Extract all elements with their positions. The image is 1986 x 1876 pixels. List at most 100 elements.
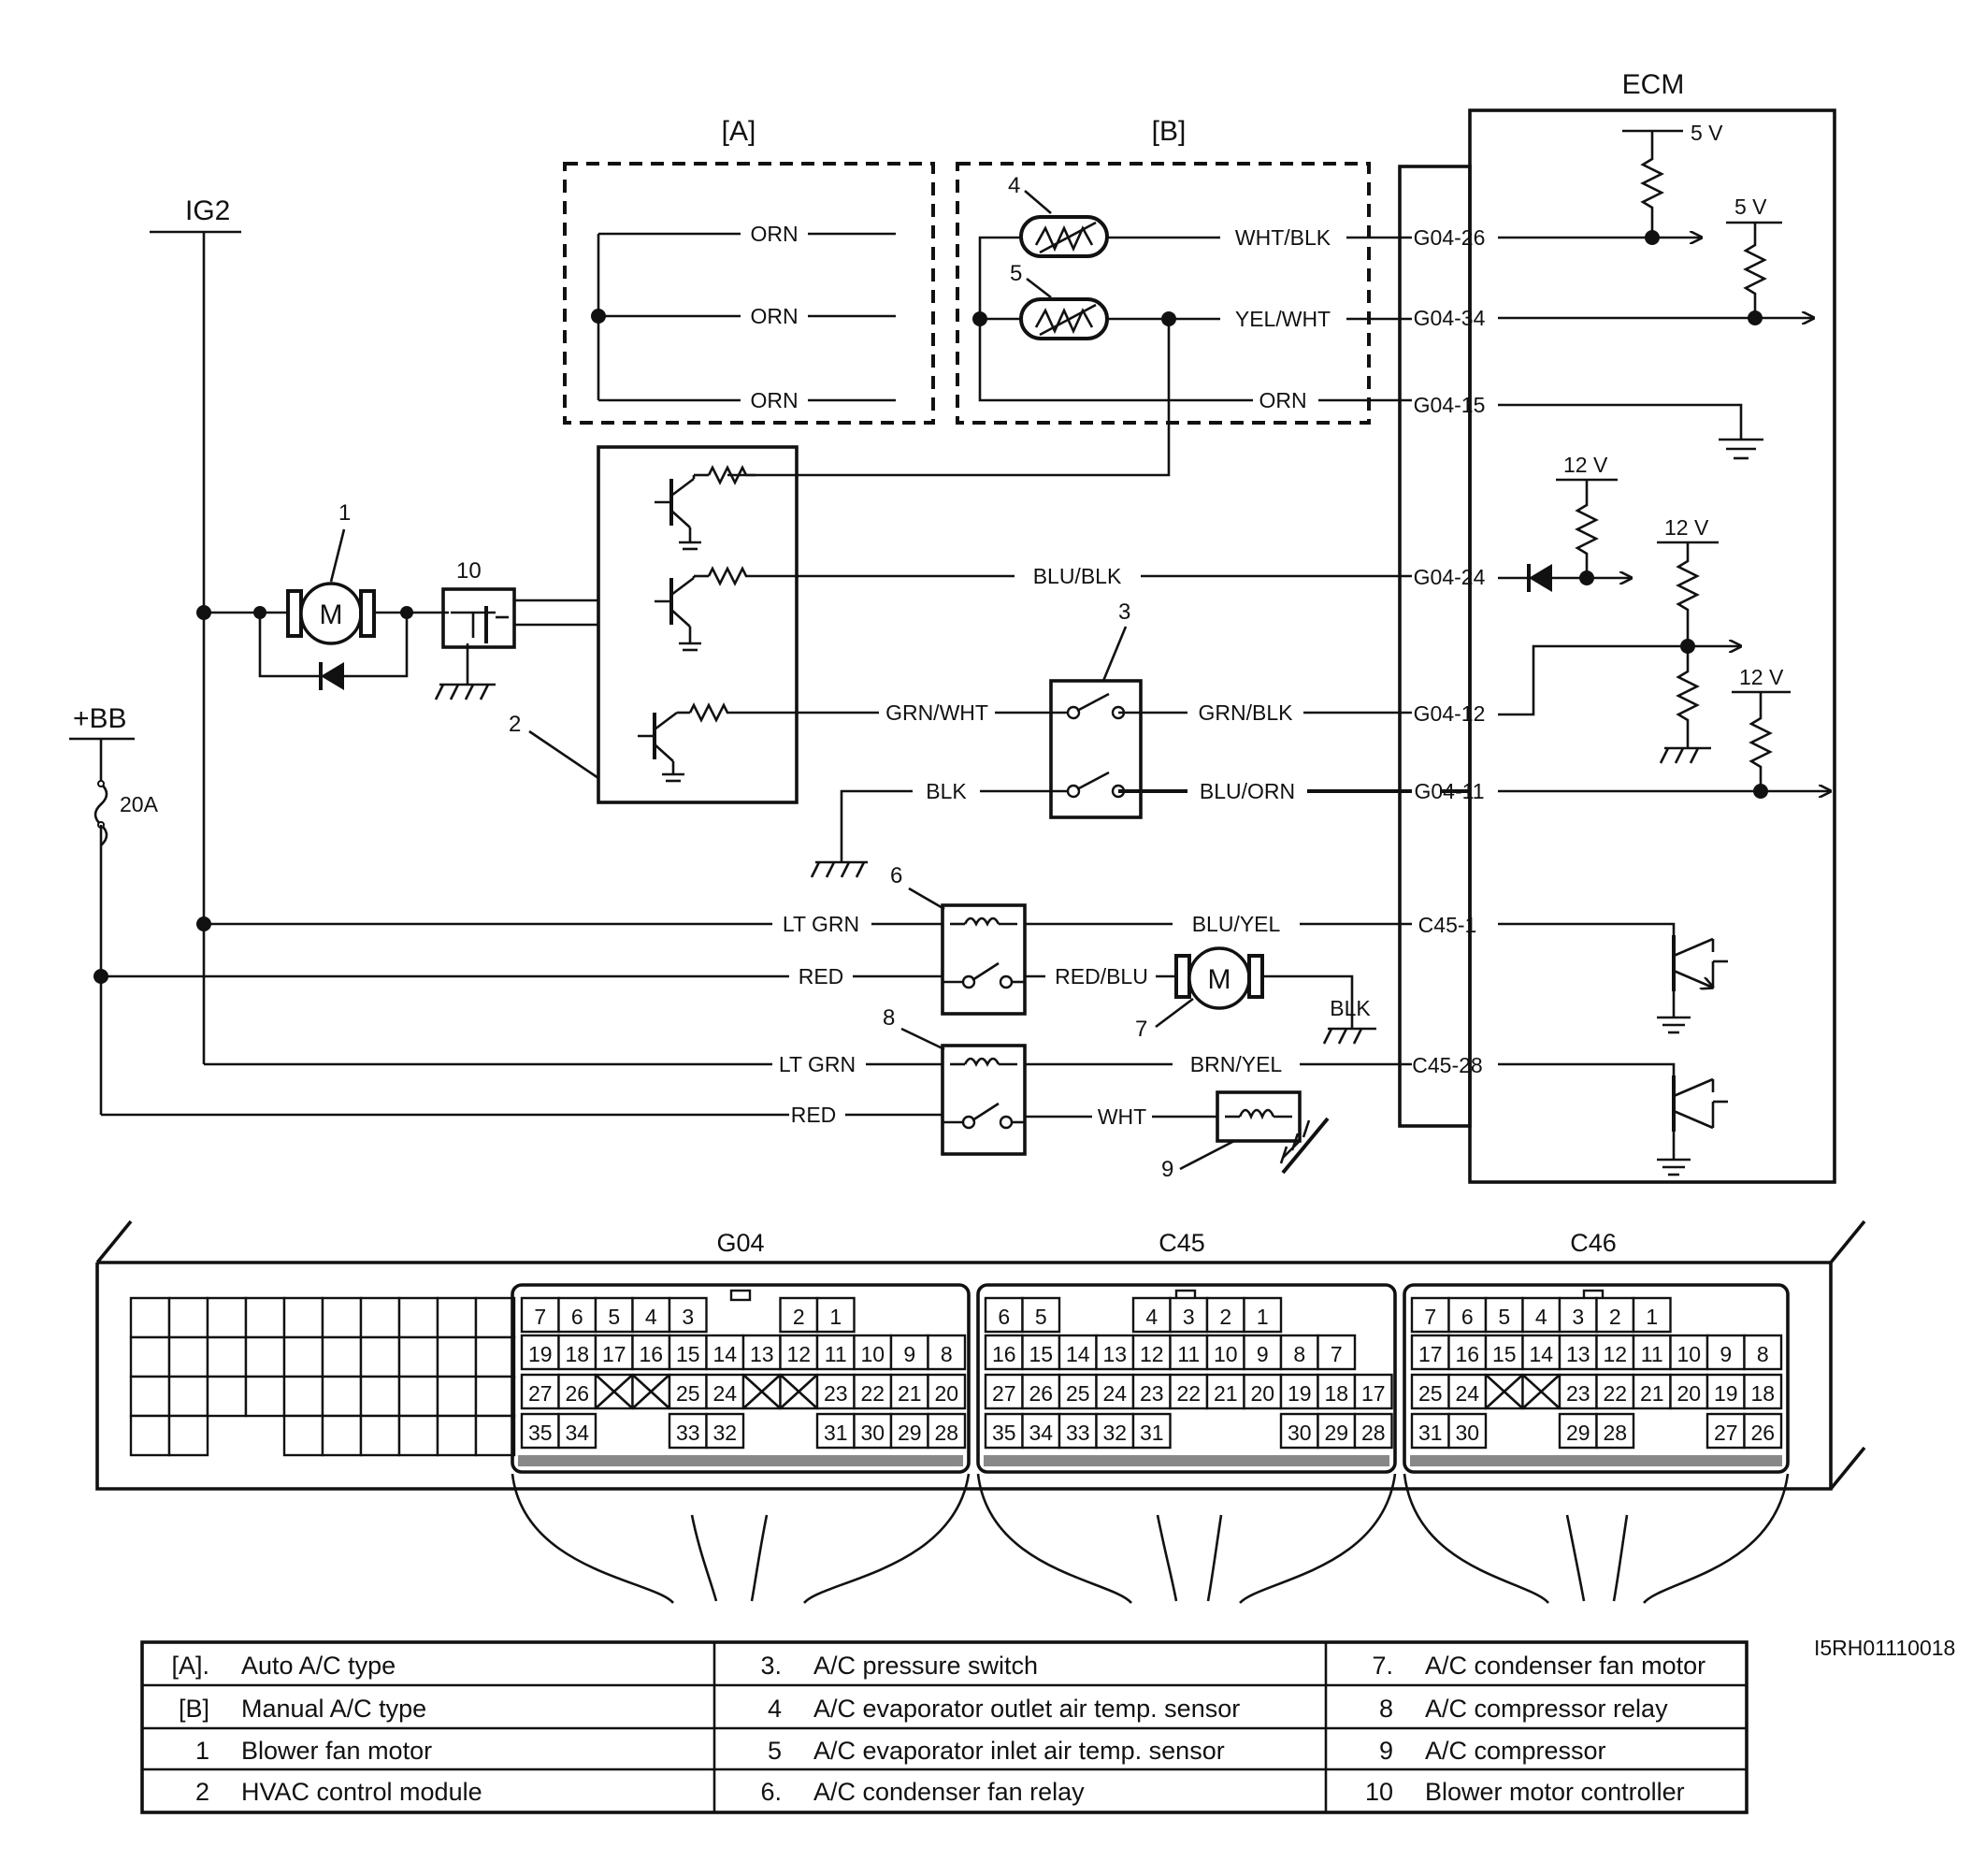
c45-pin-label: 35 [992, 1421, 1016, 1445]
terminal-c45-28: C45-28 [1412, 1053, 1482, 1077]
c45-pin-label: 25 [1066, 1381, 1090, 1406]
g04-pin-label: 33 [676, 1421, 700, 1445]
wire-red-2: RED WHT [101, 1103, 1217, 1129]
fuse-rating: 20A [120, 792, 159, 816]
c46-pin-label: 27 [1714, 1421, 1738, 1445]
c46-pin-label: 21 [1640, 1381, 1664, 1406]
c46-pin-label: 10 [1677, 1342, 1701, 1366]
c45-pin-label: 34 [1029, 1421, 1053, 1445]
pin-cell [1632, 1334, 1672, 1371]
c46-pin-label: 16 [1455, 1342, 1479, 1366]
ac-compressor: 9 [1161, 1090, 1330, 1182]
connector-c45-name: C45 [1158, 1229, 1205, 1257]
c45-pin-label: 16 [992, 1342, 1016, 1366]
c45-pin-label: 14 [1066, 1342, 1090, 1366]
pin-cell [668, 1373, 708, 1410]
pin-cell [1447, 1334, 1488, 1371]
wire-a-mid-label: ORN [750, 304, 798, 328]
c46-pin-label: 31 [1418, 1421, 1443, 1445]
pin-cell [1595, 1296, 1635, 1334]
g04-pin-label: 9 [903, 1342, 915, 1366]
c45-pin-label: 24 [1102, 1381, 1127, 1406]
pin-cell [1410, 1334, 1450, 1371]
legend-key: 10 [1365, 1778, 1393, 1806]
pin-cell [1021, 1296, 1061, 1334]
ecm-terminals: G04-26 G04-34 G04-15 G04-24 G04-12 G04-1… [1412, 225, 1485, 1077]
wire-grn-wht-label: GRN/WHT [885, 700, 988, 725]
g04-pin-label: 1 [829, 1305, 842, 1329]
legend-key: 4 [768, 1695, 782, 1723]
c45-pin-label: 3 [1183, 1305, 1195, 1329]
c46-pin-label: 17 [1418, 1342, 1443, 1366]
blower-motor-controller: 10 [434, 558, 598, 700]
c46-pin-label: 8 [1757, 1342, 1769, 1366]
legend-description: HVAC control module [241, 1778, 482, 1806]
c45-pin-label: 22 [1176, 1381, 1201, 1406]
legend-key: 9 [1379, 1737, 1393, 1765]
c46-pin-label: 12 [1603, 1342, 1627, 1366]
c46-pin-label: 5 [1498, 1305, 1510, 1329]
g04-pin-label: 12 [786, 1342, 811, 1366]
terminal-c45-1: C45-1 [1418, 913, 1477, 937]
harness-curves [511, 1473, 1790, 1604]
box-a-auto-ac: [A] ORN ORN ORN [563, 116, 935, 425]
legend-description: Manual A/C type [241, 1695, 426, 1723]
pin-cell [1632, 1296, 1672, 1334]
pin-cell [1169, 1296, 1209, 1334]
wire-blu-blk-label: BLU/BLK [1033, 564, 1122, 588]
g04-pin-label: 19 [528, 1342, 553, 1366]
ecm-title: ECM [1622, 69, 1685, 100]
pin-cell [668, 1334, 708, 1371]
terminal-g04-12: G04-12 [1414, 701, 1486, 726]
pin-cell [1021, 1373, 1061, 1410]
c46-pin-label: 18 [1750, 1381, 1775, 1406]
pin-cell [1632, 1373, 1672, 1410]
pin-cell [1353, 1373, 1393, 1410]
pin-cell [520, 1373, 560, 1410]
wire-lt-grn-2: LT GRN BRN/YEL [204, 1052, 1412, 1076]
terminal-g04-26: G04-26 [1414, 225, 1486, 250]
legend-key: 2 [195, 1778, 209, 1806]
pin-cell [1205, 1334, 1245, 1371]
pin-cell [1095, 1373, 1135, 1410]
g04-pin-label: 25 [676, 1381, 700, 1406]
ac-pressure-switch: 3 [1049, 599, 1143, 819]
pin-cell [1095, 1412, 1135, 1450]
c45-pin-label: 13 [1102, 1342, 1127, 1366]
legend-description: A/C condenser fan relay [813, 1778, 1085, 1806]
callout-3: 3 [1118, 599, 1130, 625]
c46-pin-label: 13 [1566, 1342, 1590, 1366]
c46-pin-label: 25 [1418, 1381, 1443, 1406]
wire-grn: GRN/WHT GRN/BLK [739, 700, 1412, 725]
wire-blu-blk: BLU/BLK [756, 564, 1412, 588]
c46-pin-label: 29 [1566, 1421, 1590, 1445]
pin-cell [520, 1296, 560, 1334]
c45-pin-label: 23 [1140, 1381, 1164, 1406]
pin-cell [889, 1373, 929, 1410]
wire-lt-grn-1-label: LT GRN [783, 912, 859, 936]
g04-pin-label: 13 [750, 1342, 774, 1366]
pin-cell [668, 1296, 708, 1334]
g04-pin-label: 32 [712, 1421, 737, 1445]
pin-cell [1410, 1373, 1450, 1410]
pin-cell [1410, 1296, 1450, 1334]
legend-key: 7. [1372, 1652, 1393, 1680]
c46-pin-label: 1 [1646, 1305, 1658, 1329]
c46-pin-label: 26 [1750, 1421, 1775, 1445]
c45-pin-label: 6 [998, 1305, 1010, 1329]
g04-pin-label: 23 [824, 1381, 848, 1406]
g04-pin-label: 30 [860, 1421, 885, 1445]
connector-left-grid [129, 1296, 516, 1457]
legend-key: [A]. [171, 1652, 209, 1680]
g04-pin-label: 24 [712, 1381, 737, 1406]
legend-description: A/C evaporator inlet air temp. sensor [813, 1737, 1225, 1765]
connector-c46-name: C46 [1570, 1229, 1617, 1257]
g04-pin-label: 4 [645, 1305, 657, 1329]
pin-cell [927, 1373, 967, 1410]
pin-cell [779, 1334, 819, 1371]
c46-pin-label: 23 [1566, 1381, 1590, 1406]
blower-fan-motor: M 1 [196, 500, 449, 690]
pin-cell [1447, 1373, 1488, 1410]
